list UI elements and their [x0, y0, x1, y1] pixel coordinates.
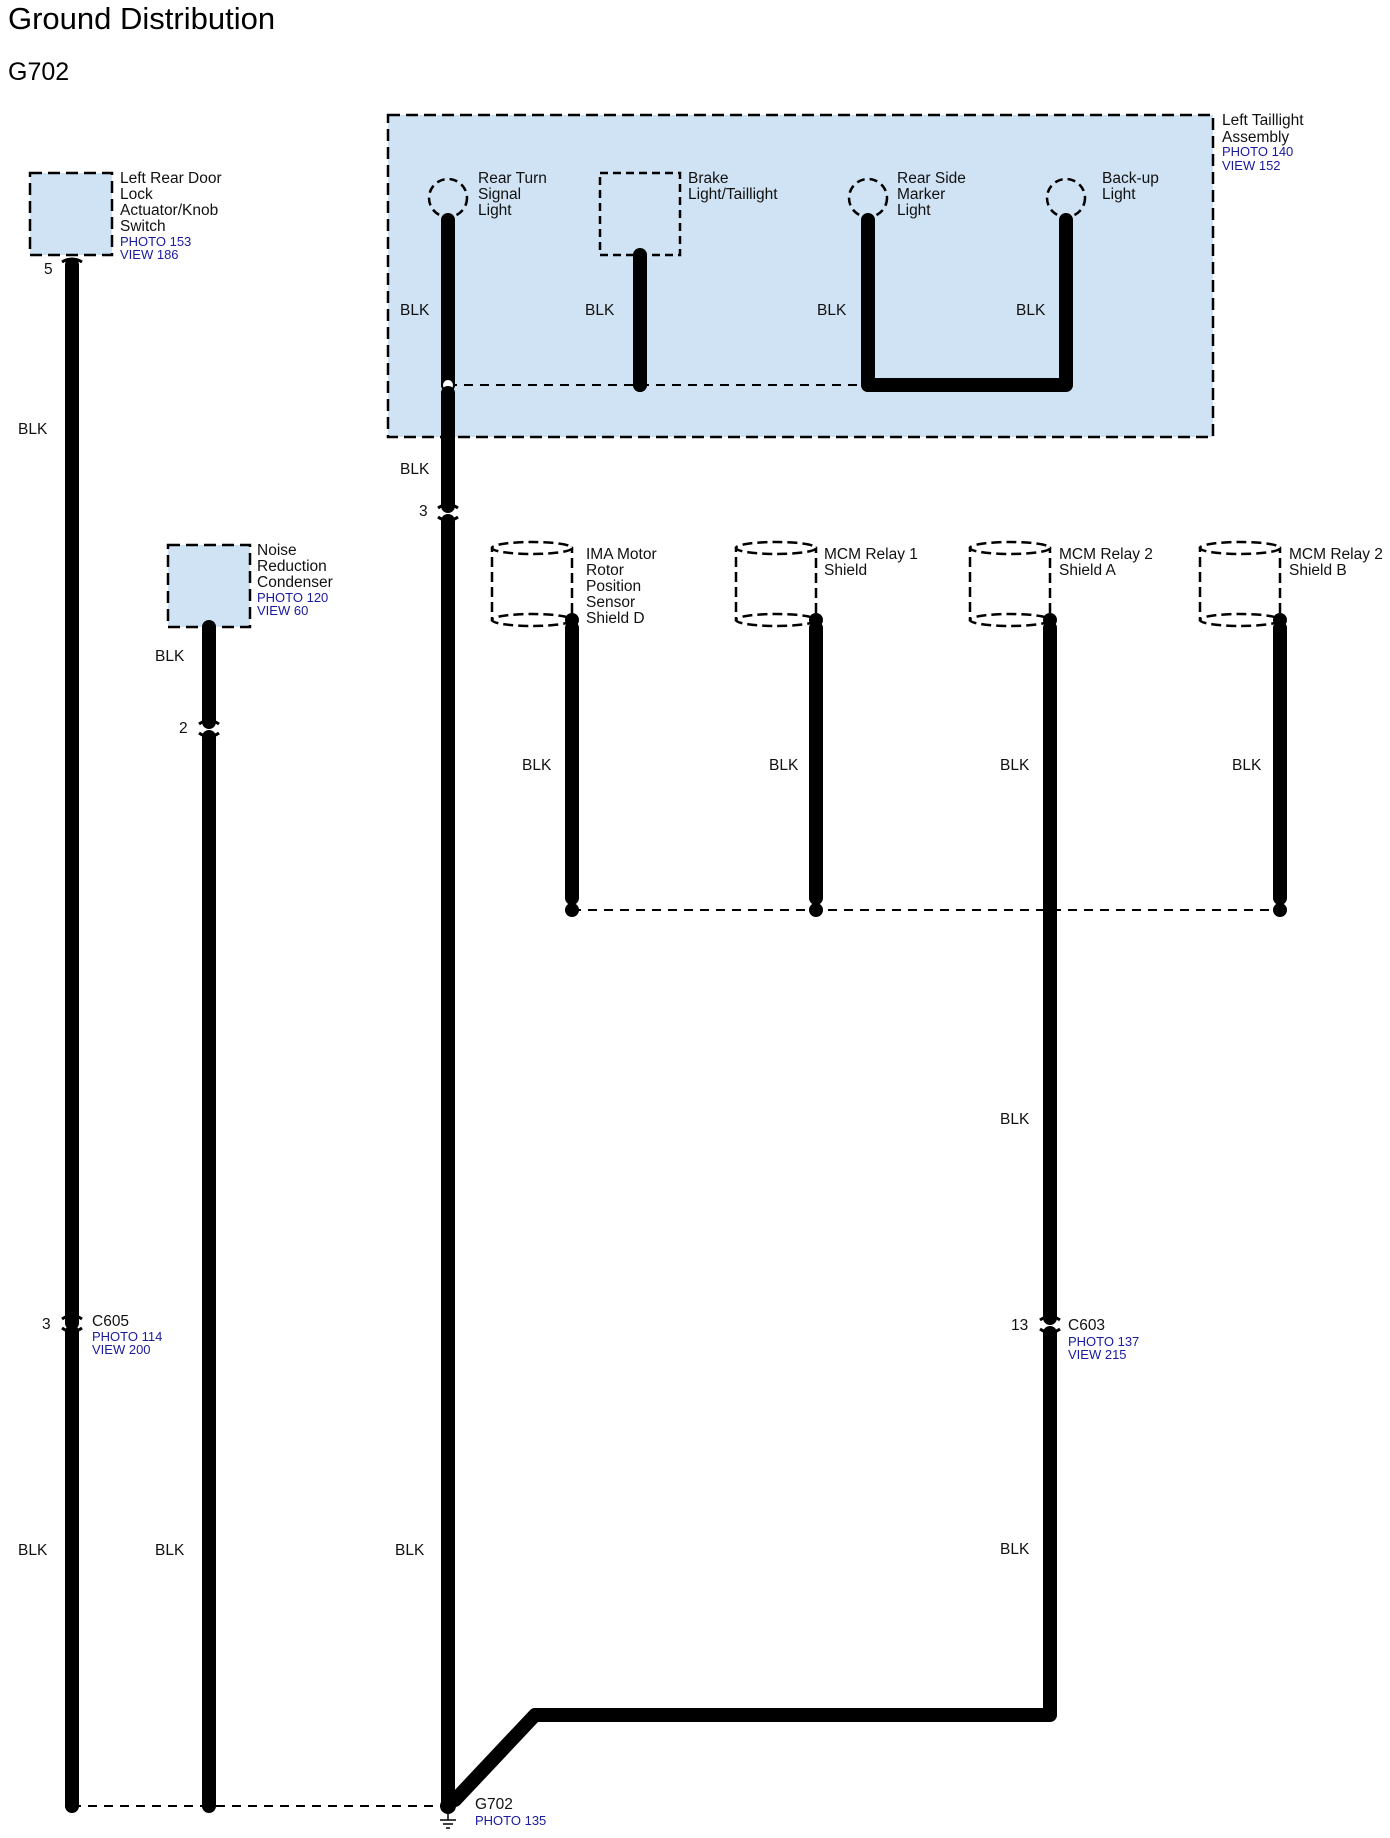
splice-node [633, 378, 647, 392]
wire-color-label: BLK [400, 461, 430, 478]
ground-point [440, 1798, 456, 1814]
wire-color-label: BLK [1016, 302, 1046, 319]
door-switch-photo-ref[interactable]: PHOTO 153 [120, 234, 191, 249]
splice-node [1273, 903, 1287, 917]
diagram-title: Ground Distribution [8, 1, 275, 36]
c603-id[interactable]: C603 [1068, 1317, 1105, 1334]
c605-photo-ref[interactable]: PHOTO 114 [92, 1329, 162, 1344]
splice-node [1043, 903, 1057, 917]
splice-node [202, 1799, 216, 1813]
door-switch-label: Left Rear Door Lock Actuator/Knob Switch [120, 170, 226, 235]
wire-color-label: BLK [18, 1542, 48, 1559]
taillight-assembly-box [386, 113, 1215, 439]
wire-color-label: BLK [1000, 757, 1030, 774]
wire-color-label: BLK [585, 302, 615, 319]
c603-view-ref[interactable]: VIEW 215 [1068, 1347, 1127, 1362]
wire-color-label: BLK [155, 648, 185, 665]
splice-node [861, 378, 875, 392]
assembly-view-ref[interactable]: VIEW 152 [1222, 158, 1281, 173]
shield-mcm-relay-2a [968, 540, 1052, 628]
noise-condenser-box [166, 543, 252, 629]
ground-icon [440, 1812, 456, 1829]
splice-node [809, 903, 823, 917]
assembly-photo-ref[interactable]: PHOTO 140 [1222, 144, 1293, 159]
ground-id[interactable]: G702 [475, 1796, 513, 1813]
c603-pin: 13 [1011, 1317, 1028, 1334]
wire-color-label: BLK [769, 757, 799, 774]
wire-c603-to-ground [448, 1326, 1057, 1807]
condenser-view-ref[interactable]: VIEW 60 [257, 603, 308, 618]
wire-color-label: BLK [400, 302, 430, 319]
wire-marker-backup [861, 213, 1073, 392]
splice-node [565, 903, 579, 917]
assembly-label: Left Taillight Assembly [1222, 112, 1308, 146]
door-lock-switch-box [28, 171, 114, 257]
shield-label-mcm2a: MCM Relay 2 Shield A [1059, 546, 1157, 579]
wire-color-label: BLK [18, 421, 48, 438]
taillight-pin: 3 [419, 503, 428, 520]
back-up-lamp-icon [1045, 177, 1087, 219]
wire-color-label: BLK [1000, 1111, 1030, 1128]
wire-color-label: BLK [1232, 757, 1262, 774]
lamp-label-rear-turn: Rear Turn Signal Light [478, 170, 551, 219]
wire-color-label: BLK [1000, 1541, 1030, 1558]
lamp-label-back-up: Back-up Light [1102, 170, 1163, 203]
c603-photo-ref[interactable]: PHOTO 137 [1068, 1334, 1139, 1349]
shield-label-ima: IMA Motor Rotor Position Sensor Shield D [586, 546, 661, 627]
brake-taillight-lamp [598, 171, 682, 257]
lamp-label-side-marker: Rear Side Marker Light [897, 170, 970, 219]
shield-label-mcm1: MCM Relay 1 Shield [824, 546, 922, 579]
wire-color-label: BLK [155, 1542, 185, 1559]
c605-pin: 3 [42, 1316, 51, 1333]
condenser-photo-ref[interactable]: PHOTO 120 [257, 590, 328, 605]
pin-number: 5 [44, 261, 53, 278]
diagram-subtitle: G702 [8, 58, 69, 86]
lamp-label-brake: Brake Light/Taillight [688, 170, 778, 203]
shield-label-mcm2b: MCM Relay 2 Shield B [1289, 546, 1387, 579]
condenser-pin: 2 [179, 720, 188, 737]
condenser-label: Noise Reduction Condenser [257, 542, 333, 591]
c605-view-ref[interactable]: VIEW 200 [92, 1342, 151, 1357]
shield-ima-motor [490, 540, 574, 628]
wire-color-label: BLK [817, 302, 847, 319]
wire-color-label: BLK [395, 1542, 425, 1559]
shield-mcm-relay-2b [1198, 540, 1282, 628]
door-switch-view-ref[interactable]: VIEW 186 [120, 247, 179, 262]
wire-color-label: BLK [522, 757, 552, 774]
shield-mcm-relay-1 [734, 540, 818, 628]
c605-id[interactable]: C605 [92, 1313, 129, 1330]
rear-side-marker-lamp-icon [847, 177, 889, 219]
ground-photo-ref[interactable]: PHOTO 135 [475, 1813, 546, 1828]
rear-turn-signal-lamp-icon [427, 177, 469, 219]
splice-node [65, 1799, 79, 1813]
